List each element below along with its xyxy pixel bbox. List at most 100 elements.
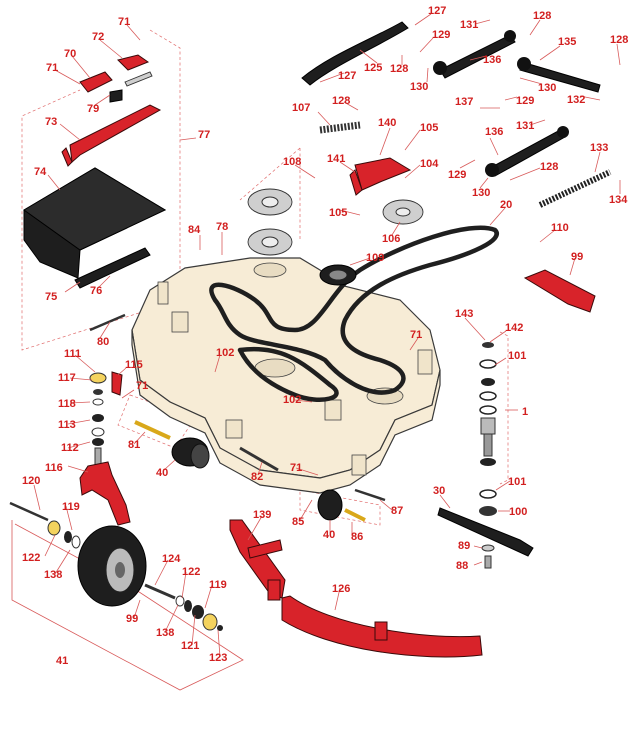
callout-label: 108 — [283, 156, 301, 168]
callout-label: 71 — [410, 329, 422, 341]
callout-label: 73 — [45, 116, 57, 128]
callout-label: 76 — [90, 285, 102, 297]
leader-lines — [33, 13, 621, 658]
callout-label: 71 — [46, 62, 58, 74]
belt-cover-assembly — [23, 54, 167, 289]
callout-label: 131 — [460, 19, 478, 31]
callout-label: 71 — [136, 380, 148, 392]
callout-label: 130 — [410, 81, 428, 93]
callout-label: 119 — [209, 579, 227, 591]
callout-label: 129 — [448, 169, 466, 181]
deck-bracket-right — [523, 269, 596, 313]
callout-label: 128 — [390, 63, 408, 75]
cutting-blade — [437, 507, 534, 557]
callout-label: 20 — [500, 199, 512, 211]
callout-label: 100 — [509, 506, 527, 518]
callout-label: 82 — [251, 471, 263, 483]
callout-label: 71 — [118, 16, 130, 28]
callout-label: 40 — [323, 529, 335, 541]
callout-label: 135 — [558, 36, 576, 48]
mower-deck — [131, 257, 441, 494]
callout-label: 125 — [364, 62, 382, 74]
callout-label: 71 — [290, 462, 302, 474]
callout-label: 110 — [551, 222, 569, 234]
callout-label: 122 — [22, 552, 40, 564]
callout-label: 101 — [508, 350, 526, 362]
callout-label: 128 — [610, 34, 628, 46]
callout-label: 122 — [182, 566, 200, 578]
callout-label: 132 — [567, 94, 585, 106]
callout-labels: 71 72 70 71 79 73 77 74 75 76 84 78 80 1… — [22, 5, 628, 667]
callout-label: 136 — [485, 126, 503, 138]
callout-label: 99 — [571, 251, 583, 263]
callout-label: 102 — [216, 347, 234, 359]
callout-label: 104 — [420, 158, 439, 170]
callout-label: 84 — [188, 224, 201, 236]
callout-label: 128 — [332, 95, 350, 107]
callout-label: 130 — [472, 187, 490, 199]
callout-label: 112 — [61, 442, 79, 454]
callout-label: 137 — [455, 96, 473, 108]
callout-label: 136 — [483, 54, 501, 66]
callout-label: 86 — [351, 531, 363, 543]
callout-label: 87 — [391, 505, 403, 517]
callout-label: 129 — [432, 29, 450, 41]
callout-label: 88 — [456, 560, 468, 572]
callout-label: 106 — [382, 233, 400, 245]
callout-label: 102 — [283, 394, 301, 406]
caster-assembly — [9, 371, 223, 631]
callout-label: 85 — [292, 516, 304, 528]
callout-label: 129 — [516, 95, 534, 107]
callout-label: 79 — [87, 103, 99, 115]
callout-label: 105 — [329, 207, 347, 219]
callout-label: 89 — [458, 540, 470, 552]
callout-label: 127 — [428, 5, 446, 17]
callout-label: 139 — [253, 509, 271, 521]
spindle-stack — [479, 342, 497, 569]
callout-label: 138 — [156, 627, 174, 639]
callout-label: 80 — [97, 336, 109, 348]
callout-label: 126 — [332, 583, 350, 595]
callout-label: 128 — [540, 161, 558, 173]
idler-arms — [301, 21, 612, 208]
callout-label: 78 — [216, 221, 228, 233]
callout-label: 99 — [126, 613, 138, 625]
callout-label: 116 — [45, 462, 63, 474]
callout-label: 72 — [92, 31, 104, 43]
deck-baffles — [229, 519, 483, 658]
callout-label: 75 — [45, 291, 57, 303]
callout-label: 40 — [156, 467, 168, 479]
callout-label: 117 — [58, 372, 76, 384]
callout-label: 119 — [62, 501, 80, 513]
callout-label: 142 — [505, 322, 523, 334]
idler-bracket — [349, 157, 412, 196]
callout-label: 138 — [44, 569, 62, 581]
callout-label: 105 — [420, 122, 438, 134]
callout-label: 118 — [58, 398, 76, 410]
callout-label: 121 — [181, 640, 199, 652]
callout-label: 115 — [125, 359, 143, 371]
callout-label: 124 — [162, 553, 181, 565]
callout-label: 111 — [64, 348, 81, 360]
callout-label: 74 — [34, 166, 47, 178]
callout-label: 130 — [538, 82, 556, 94]
callout-label: 77 — [198, 129, 210, 141]
callout-label: 134 — [609, 194, 628, 206]
callout-label: 131 — [516, 120, 534, 132]
callout-label: 70 — [64, 48, 76, 60]
callout-label: 128 — [533, 10, 551, 22]
callout-label: 81 — [128, 439, 140, 451]
callout-label: 30 — [433, 485, 445, 497]
callout-label: 113 — [58, 419, 76, 431]
callout-label: 101 — [508, 476, 526, 488]
callout-label: 41 — [56, 655, 68, 667]
callout-label: 1 — [522, 406, 528, 418]
callout-label: 143 — [455, 308, 473, 320]
callout-label: 107 — [292, 102, 310, 114]
callout-label: 123 — [209, 652, 227, 664]
callout-label: 133 — [590, 142, 608, 154]
callout-label: 140 — [378, 117, 396, 129]
callout-label: 141 — [327, 153, 345, 165]
callout-label: 120 — [22, 475, 40, 487]
